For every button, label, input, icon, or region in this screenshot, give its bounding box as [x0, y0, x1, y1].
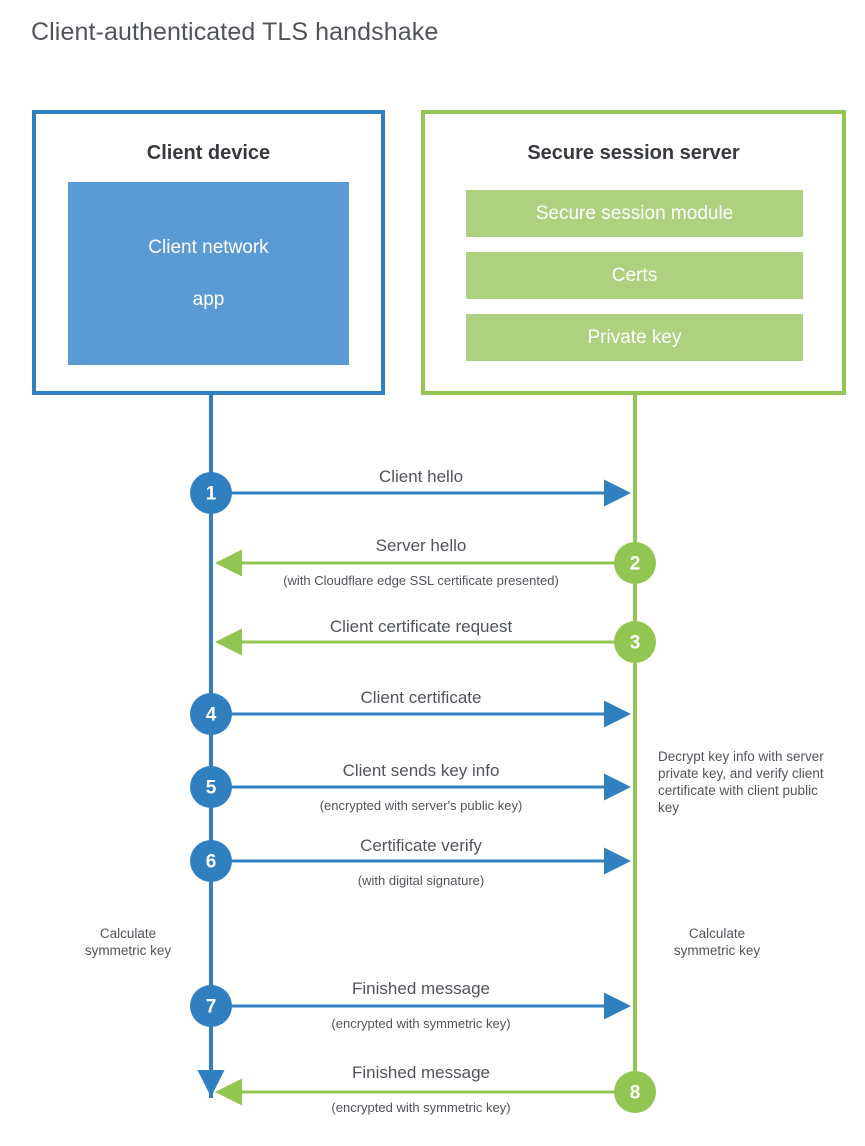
secure-session-server-title: Secure session server	[527, 142, 740, 164]
client-device-box: Client device Client network app	[32, 110, 385, 395]
step-number-1: 1	[206, 484, 217, 505]
client-app-line-1: Client network	[148, 236, 269, 258]
step-marker-1: 1	[190, 472, 232, 514]
step-marker-8: 8	[614, 1071, 656, 1113]
server-block-certs: Certs	[466, 252, 803, 299]
step-sub-6: (with digital signature)	[357, 873, 485, 888]
note-server-calculate-line-1: Calculate	[688, 926, 746, 941]
step-label-2: Server hello	[375, 536, 467, 555]
note-server-decrypt: Decrypt key info with server private key…	[658, 749, 824, 815]
step-marker-2: 2	[614, 542, 656, 584]
step-number-3: 3	[630, 633, 641, 654]
page-title: Client-authenticated TLS handshake	[31, 18, 439, 46]
step-sub-7: (encrypted with symmetric key)	[331, 1016, 511, 1031]
step-label-4: Client certificate	[360, 688, 482, 707]
step-number-4: 4	[206, 705, 217, 726]
server-block-private-key: Private key	[466, 314, 803, 361]
step-label-6: Certificate verify	[360, 836, 482, 855]
note-client-calculate-symmetric-key: Calculate symmetric key	[48, 925, 208, 959]
step-number-5: 5	[206, 778, 217, 799]
step-number-7: 7	[206, 997, 217, 1018]
step-label-3: Client certificate request	[329, 617, 513, 636]
step-label-5: Client sends key info	[342, 761, 500, 780]
step-label-1: Client hello	[378, 467, 464, 486]
client-network-app-block: Client network app	[68, 182, 349, 365]
step-marker-3: 3	[614, 621, 656, 663]
secure-session-server-box: Secure session server Secure session mod…	[421, 110, 846, 395]
step-marker-5: 5	[190, 766, 232, 808]
note-server-calculate-symmetric-key: Calculate symmetric key	[637, 925, 797, 959]
step-sub-2: (with Cloudflare edge SSL certificate pr…	[283, 573, 559, 588]
step-sub-5: (encrypted with server's public key)	[319, 798, 523, 813]
step-label-8: Finished message	[352, 1063, 490, 1082]
step-marker-6: 6	[190, 840, 232, 882]
note-client-calculate-line-1: Calculate	[99, 926, 157, 941]
step-number-8: 8	[630, 1083, 641, 1104]
note-server-calculate-line-2: symmetric key	[673, 943, 761, 958]
step-label-7: Finished message	[352, 979, 490, 998]
client-app-line-2: app	[192, 288, 225, 310]
step-number-6: 6	[206, 852, 217, 873]
client-device-title: Client device	[146, 142, 271, 164]
step-marker-4: 4	[190, 693, 232, 735]
step-number-2: 2	[630, 554, 641, 575]
note-client-calculate-line-2: symmetric key	[84, 943, 172, 958]
server-block-secure-session-module: Secure session module	[466, 190, 803, 237]
step-sub-8: (encrypted with symmetric key)	[331, 1100, 511, 1115]
step-marker-7: 7	[190, 985, 232, 1027]
